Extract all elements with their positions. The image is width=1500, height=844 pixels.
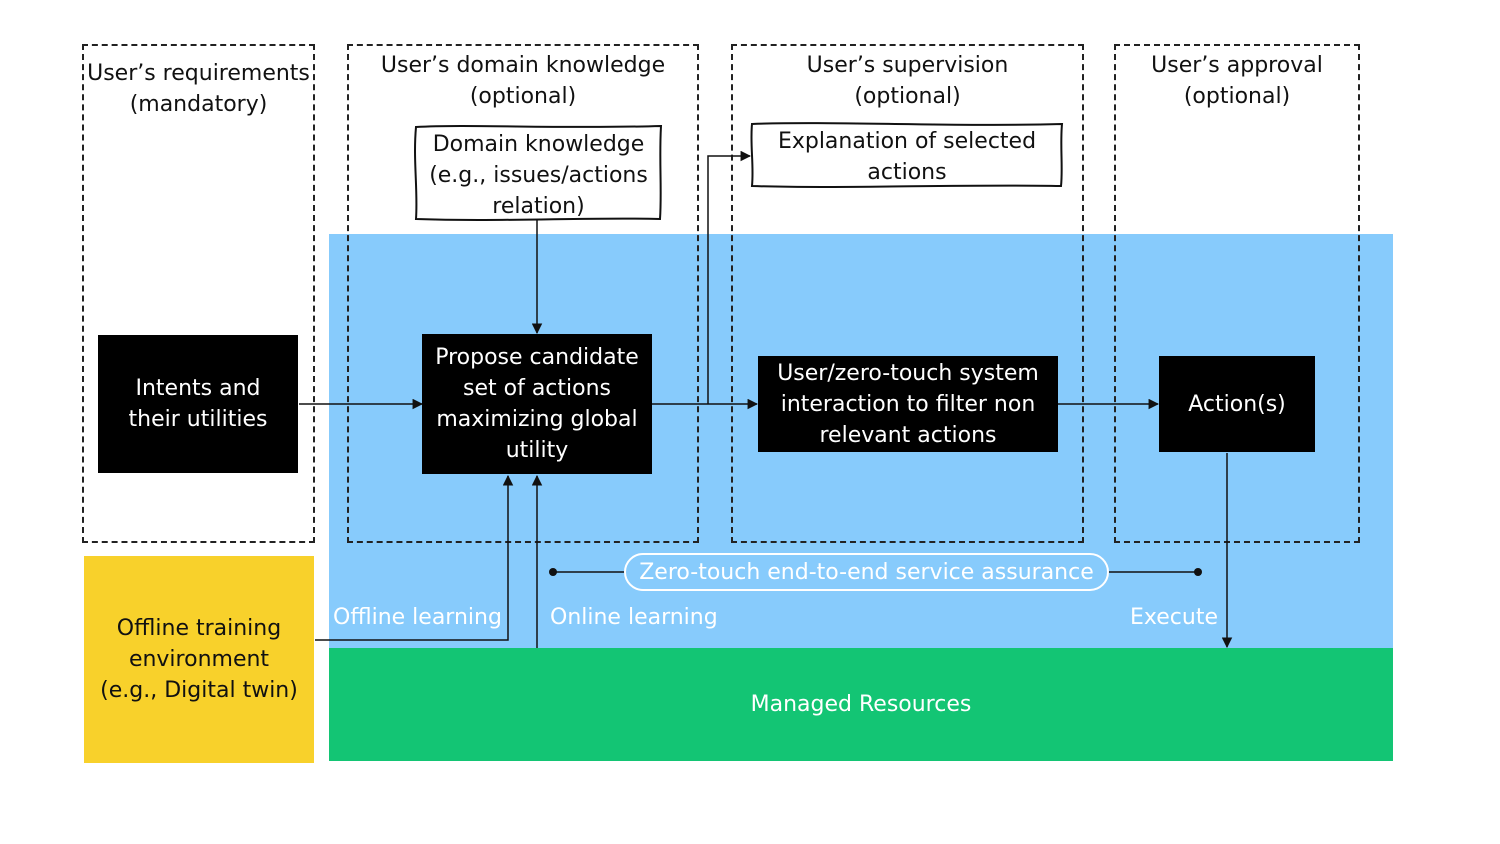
- arrow-offline-learning: [315, 474, 514, 641]
- propose-actions-label: Propose candidate set of actions maximiz…: [435, 345, 639, 463]
- requirements-title: User’s requirements (mandatory): [87, 61, 310, 117]
- domain-knowledge-column: User’s domain knowledge (optional): [347, 44, 699, 543]
- explanation-note: Explanation of selected actions: [777, 129, 1037, 185]
- domain-knowledge-title: User’s domain knowledge (optional): [380, 53, 666, 109]
- explanation-note-outline: [750, 122, 1064, 188]
- propose-actions-box: Propose candidate set of actions maximiz…: [422, 334, 652, 474]
- supervision-column: User’s supervision (optional): [731, 44, 1084, 543]
- approval-column: User’s approval (optional): [1114, 44, 1360, 543]
- assurance-dot-right: [1194, 568, 1202, 576]
- domain-note-outline: [414, 124, 663, 221]
- arrow-to-explanation: [707, 150, 752, 404]
- requirements-column: User’s requirements (mandatory): [82, 44, 315, 543]
- assurance-label: Zero-touch end-to-end service assurance: [639, 559, 1094, 585]
- online-learning-label: Online learning: [550, 605, 718, 630]
- supervision-title: User’s supervision (optional): [806, 53, 1009, 109]
- execute-label: Execute: [1130, 605, 1218, 630]
- offline-training-label: Offline training environment (e.g., Digi…: [100, 616, 298, 703]
- filter-actions-box: User/zero-touch system interaction to fi…: [758, 356, 1058, 452]
- assurance-dot-left: [549, 568, 557, 576]
- offline-training-environment: Offline training environment (e.g., Digi…: [84, 556, 314, 763]
- actions-box: Action(s): [1159, 356, 1315, 452]
- offline-learning-label: Offline learning: [333, 605, 502, 630]
- intents-box: Intents and their utilities: [98, 335, 298, 473]
- managed-resources-zone: Managed Resources: [329, 648, 1393, 761]
- assurance-pill: [624, 553, 1109, 591]
- actions-label: Action(s): [1188, 391, 1286, 417]
- approval-title: User’s approval (optional): [1151, 53, 1323, 109]
- filter-actions-label: User/zero-touch system interaction to fi…: [777, 360, 1039, 448]
- managed-resources-label: Managed Resources: [750, 692, 972, 717]
- intents-label: Intents and their utilities: [128, 376, 268, 432]
- domain-knowledge-note: Domain knowledge (e.g., issues/actions r…: [429, 132, 648, 219]
